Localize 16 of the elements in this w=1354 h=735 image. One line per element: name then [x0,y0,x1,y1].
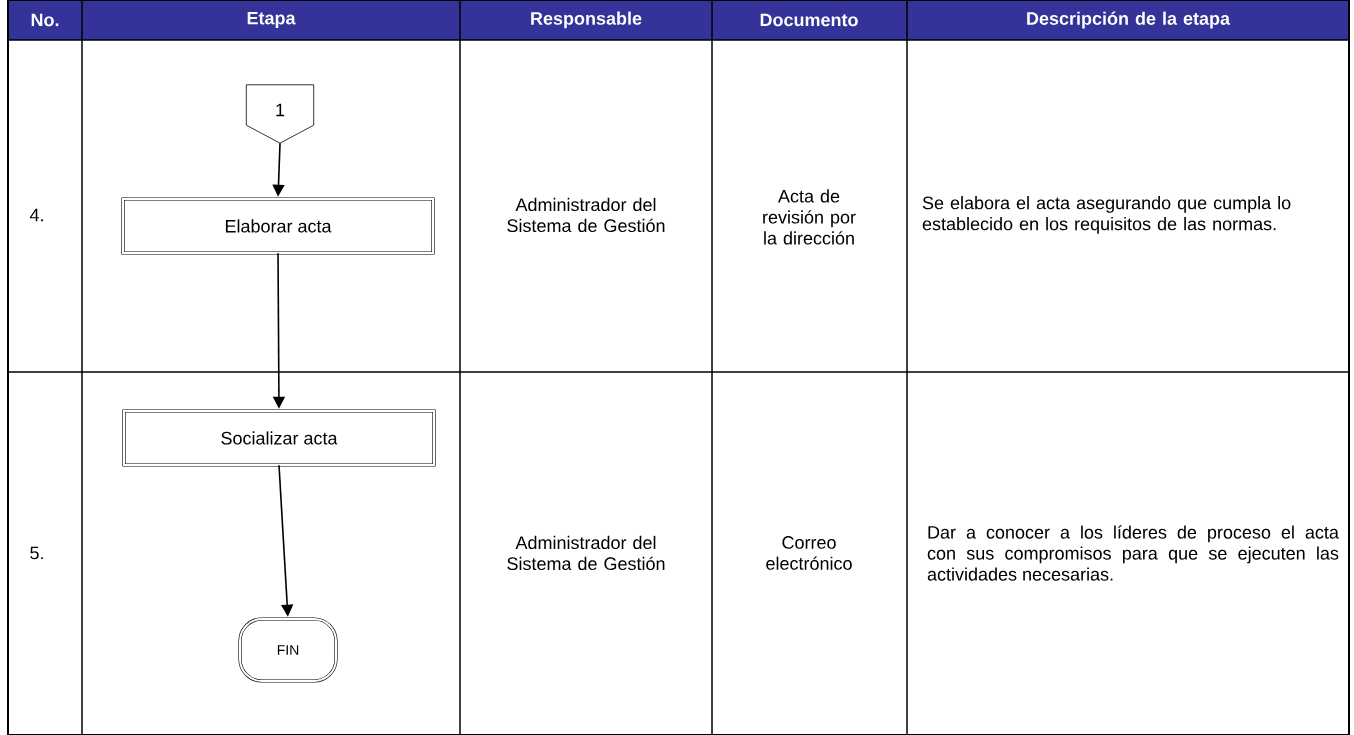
cell-text: Correo electrónico [766,536,852,570]
column-header: No. [31,13,59,27]
process-box: Socializar acta [122,409,436,467]
cell-text: Acta de revisión por la dirección [763,189,856,245]
column-header: Responsable [531,11,642,29]
cell-text: Dar a conocer a los líderes de proceso el acta con sus compromisos para que se ejecuten las actividades necesarias. [927,525,1339,581]
cell-text: 5. [30,546,43,560]
off-page-connector: 1 [245,84,315,144]
column-header: Documento [760,13,858,27]
cell-text: 4. [29,208,43,222]
column-header: Etapa [247,11,296,29]
cell-text: Se elabora el acta asegurando que cumpla lo establecido en los requisitos de las normas. [922,196,1291,234]
column-header: Descripción de la etapa [1027,11,1231,29]
cell-text: Administrador del Sistema de Gestión [507,197,665,233]
cell-text: Administrador del Sistema de Gestión [507,535,665,571]
process-box: Elaborar acta [121,197,435,255]
